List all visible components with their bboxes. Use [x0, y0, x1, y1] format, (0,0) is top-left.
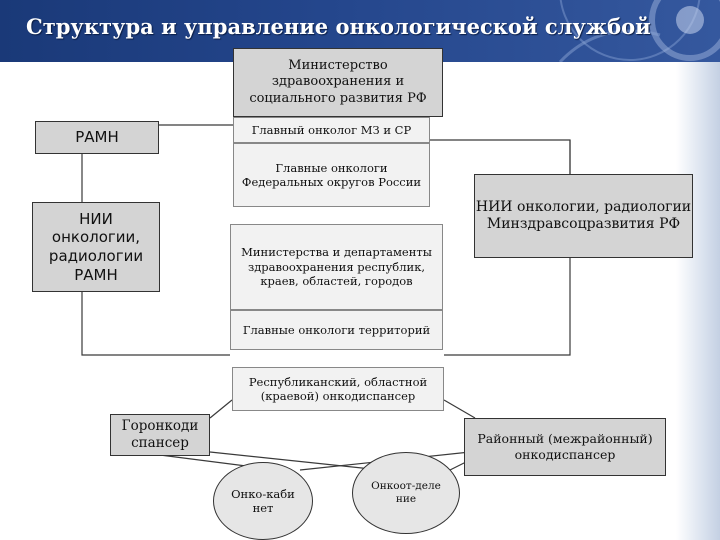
node-district-dispensary: Районный (межрайонный) онкодиспансер [464, 418, 666, 476]
node-chief-oncologist: Главный онколог МЗ и СР [233, 117, 430, 143]
node-nii-minzdrav: НИИ онкологии, радиологии Минздравсоцраз… [474, 174, 693, 258]
node-city-dispensary: Горонкоди спансер [110, 414, 210, 456]
node-onco-cabinet: Онко-кабинет [213, 462, 313, 540]
node-federal-oncologists: Главные онкологи Федеральных округов Рос… [233, 143, 430, 207]
node-regional-ministries: Министерства и департаменты здравоохране… [230, 224, 443, 310]
stethoscope-icon [558, 0, 720, 62]
connector-district [443, 399, 476, 419]
decorative-side-panel [676, 62, 720, 540]
node-ministry: Министерство здравоохранения и социально… [233, 48, 443, 117]
node-ramn: РАМН [35, 121, 159, 154]
node-nii-ramn: НИИ онкологии, радиологии РАМН [32, 202, 160, 292]
page-title: Структура и управление онкологической сл… [26, 14, 651, 39]
node-regional-dispensary: Республиканский, областной (краевой) онк… [232, 367, 444, 411]
connector-city [209, 399, 233, 419]
node-territory-oncologists: Главные онкологи территорий [230, 310, 443, 350]
node-onco-department: Онкоот-деление [352, 452, 460, 534]
